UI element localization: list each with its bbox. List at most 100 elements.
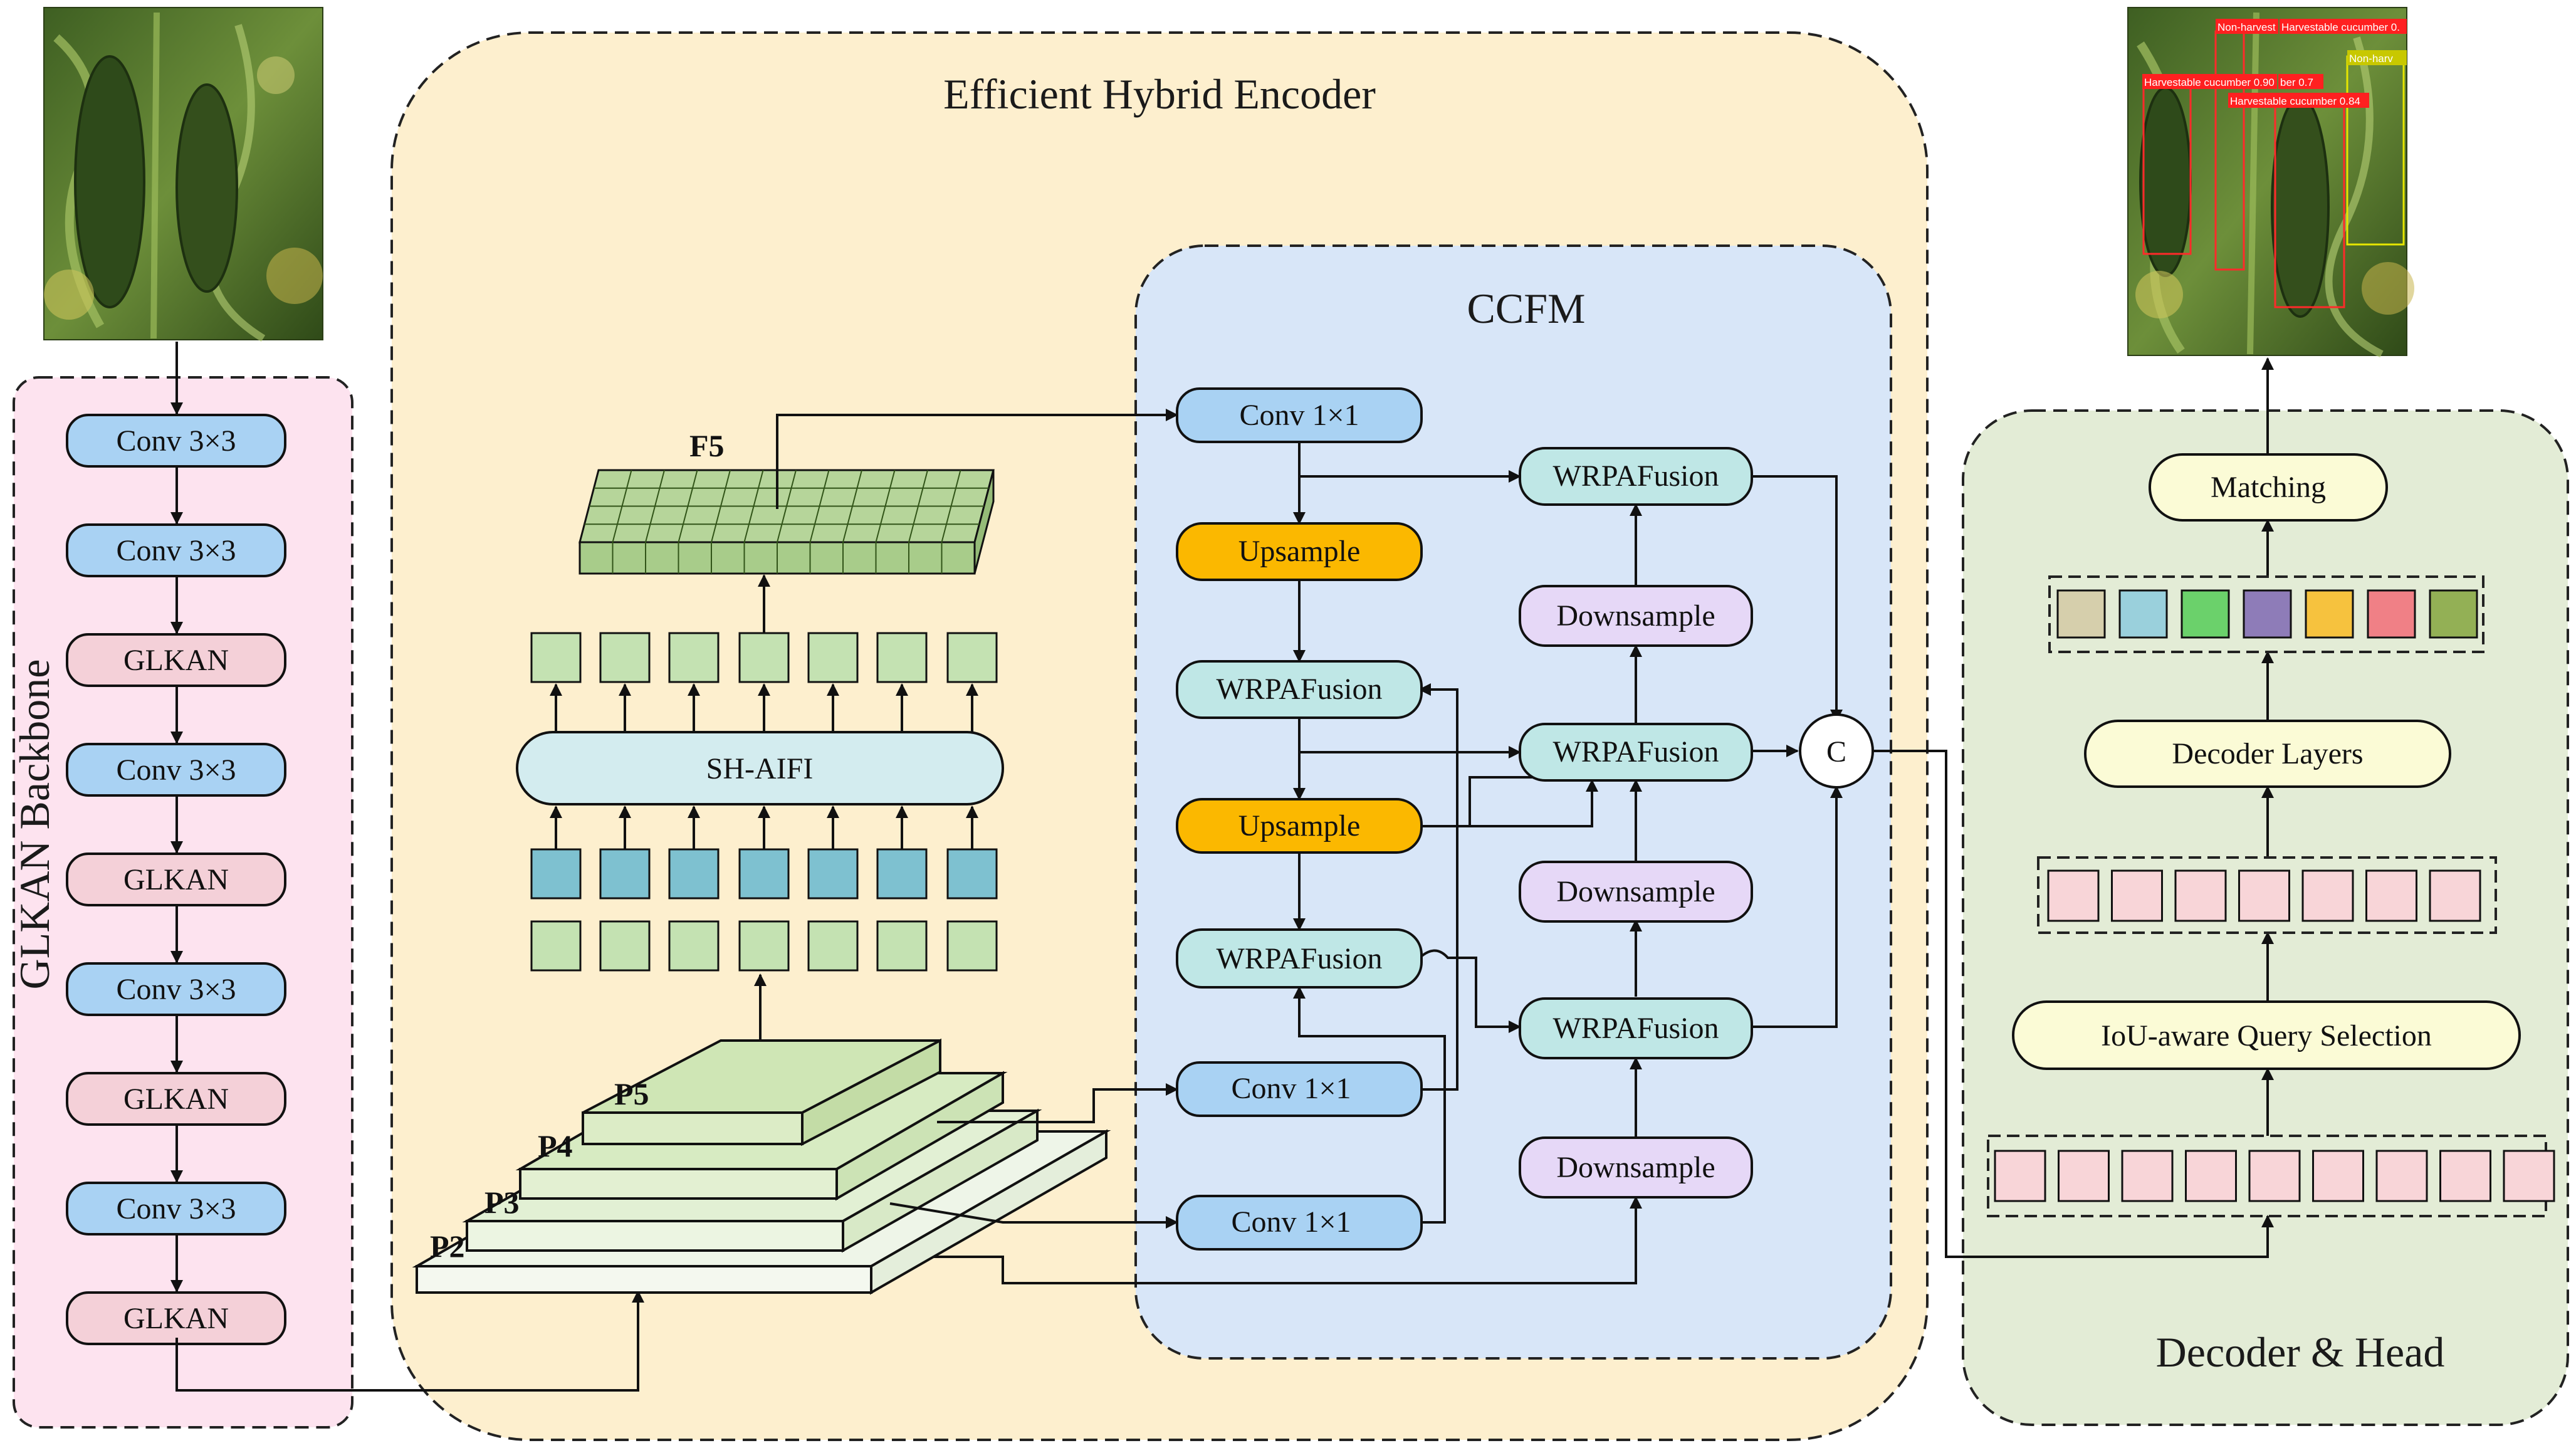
backbone-layer-label: GLKAN [123, 863, 229, 896]
embedded-token [876, 848, 928, 900]
backbone-layer-label: GLKAN [123, 644, 229, 677]
query-token [2121, 1150, 2174, 1202]
query-token [1994, 1150, 2046, 1202]
backbone-layer-4: Conv 3×3 [66, 743, 286, 797]
embedded-token [946, 848, 998, 900]
fusion-label: WRPAFusion [1217, 673, 1383, 706]
backbone-layer-1: Conv 3×3 [66, 414, 286, 468]
decoder-input-row [2047, 869, 2481, 922]
ccfm-fusion-bu-top: WRPAFusion [1519, 447, 1753, 506]
output-query-token [2305, 589, 2354, 639]
query-token [2248, 1150, 2301, 1202]
pyramid-label-p5: P5 [614, 1076, 649, 1111]
detection-label: ber 0.7 [2280, 76, 2313, 88]
input-token [807, 920, 859, 972]
f5-label: F5 [689, 428, 725, 463]
fusion-label: WRPAFusion [1553, 1012, 1719, 1045]
detection-label: Harvestable cucumber 0.84 [2230, 95, 2360, 107]
query-token [2058, 1150, 2110, 1202]
query-token [2185, 1150, 2237, 1202]
output-token [946, 632, 998, 683]
detection-label: Non-harvest [2217, 21, 2276, 33]
ccfm-conv-p4: Conv 1×1 [1176, 1061, 1423, 1117]
decoder-input-token [2365, 869, 2417, 922]
upsample-label: Upsample [1238, 535, 1361, 568]
decoder-layers-block: Decoder Layers [2084, 720, 2451, 788]
downsample-label: Downsample [1556, 1151, 1715, 1184]
ccfm-fusion-td2: WRPAFusion [1176, 928, 1423, 989]
backbone-layer-3: GLKAN [66, 633, 286, 687]
backbone-layer-label: Conv 3×3 [116, 753, 236, 787]
matching-block: Matching [2149, 453, 2388, 522]
decoder-input-token [2429, 869, 2481, 922]
output-query-token [2429, 589, 2478, 639]
ccfm-downsample-mid: Downsample [1519, 861, 1753, 923]
input-image [43, 7, 323, 342]
input-token [599, 920, 651, 972]
decoder-input-group-box [2037, 856, 2497, 934]
conv1x1-label: Conv 1×1 [1239, 399, 1359, 432]
output-token [738, 632, 790, 683]
decoder-input-token [2238, 869, 2290, 922]
ccfm-title: CCFM [1467, 285, 1586, 332]
query-token [2375, 1150, 2428, 1202]
concat-node: C [1799, 713, 1874, 789]
decoder-title: Decoder & Head [2156, 1328, 2445, 1376]
downsample-label: Downsample [1556, 875, 1715, 908]
backbone-layer-8: Conv 3×3 [66, 1182, 286, 1236]
embedded-token [738, 848, 790, 900]
output-query-row [2056, 589, 2478, 639]
sh-aifi-block [516, 731, 1004, 805]
matching-label: Matching [2211, 471, 2326, 504]
output-query-token [2181, 589, 2230, 639]
ccfm-upsample-1: Upsample [1176, 522, 1423, 581]
ccfm-conv-p3: Conv 1×1 [1176, 1195, 1423, 1251]
output-query-token [2367, 589, 2416, 639]
sh-aifi-label: SH-AIFI [706, 752, 814, 785]
backbone-layer-7: GLKAN [66, 1072, 286, 1126]
output-query-token [2243, 589, 2292, 639]
backbone-layer-label: Conv 3×3 [116, 1192, 236, 1225]
query-token [2439, 1150, 2491, 1202]
detection-label: Non-harv [2349, 53, 2393, 65]
decoder-input-token [2174, 869, 2227, 922]
pyramid-label-p2: P2 [430, 1229, 465, 1264]
conv1x1-label: Conv 1×1 [1231, 1072, 1351, 1105]
query-token [2503, 1150, 2555, 1202]
query-selection-label: IoU-aware Query Selection [2101, 1019, 2432, 1052]
backbone-layer-6: Conv 3×3 [66, 962, 286, 1016]
embedded-token [668, 848, 720, 900]
backbone-layer-label: Conv 3×3 [116, 424, 236, 458]
output-query-token [2056, 589, 2106, 639]
conv1x1-label: Conv 1×1 [1231, 1205, 1351, 1239]
ccfm-downsample-top: Downsample [1519, 585, 1753, 647]
token-rows [530, 574, 998, 972]
ccfm-connectors [889, 442, 2274, 1284]
output-token [876, 632, 928, 683]
pyramid-label-p4: P4 [538, 1128, 573, 1163]
decoder-input-token [2301, 869, 2354, 922]
input-token [668, 920, 720, 972]
backbone-layer-2: Conv 3×3 [66, 523, 286, 577]
downsample-label: Downsample [1556, 599, 1715, 632]
ccfm-conv-top: Conv 1×1 [1176, 387, 1423, 443]
output-query-group-box [2048, 575, 2484, 653]
fusion-label: WRPAFusion [1217, 942, 1383, 975]
query-token [2312, 1150, 2364, 1202]
embedded-token [599, 848, 651, 900]
detection-label: Harvestable cucumber 0.90 [2144, 76, 2275, 88]
backbone-layer-9: GLKAN [66, 1291, 286, 1345]
feature-pyramid [412, 1038, 1111, 1295]
backbone-to-pyramid-arrow [175, 1290, 644, 1392]
embedded-token [530, 848, 582, 900]
backbone-layer-label: GLKAN [123, 1302, 229, 1335]
concat-label: C [1826, 735, 1846, 769]
ccfm-fusion-bu-bottom: WRPAFusion [1519, 997, 1753, 1059]
ccfm-upsample-2: Upsample [1176, 798, 1423, 854]
embedded-token [807, 848, 859, 900]
detection-label: Harvestable cucumber 0. [2281, 21, 2400, 33]
query-selection-block: IoU-aware Query Selection [2012, 1000, 2521, 1070]
output-token [807, 632, 859, 683]
decoder-layers-label: Decoder Layers [2172, 737, 2363, 770]
